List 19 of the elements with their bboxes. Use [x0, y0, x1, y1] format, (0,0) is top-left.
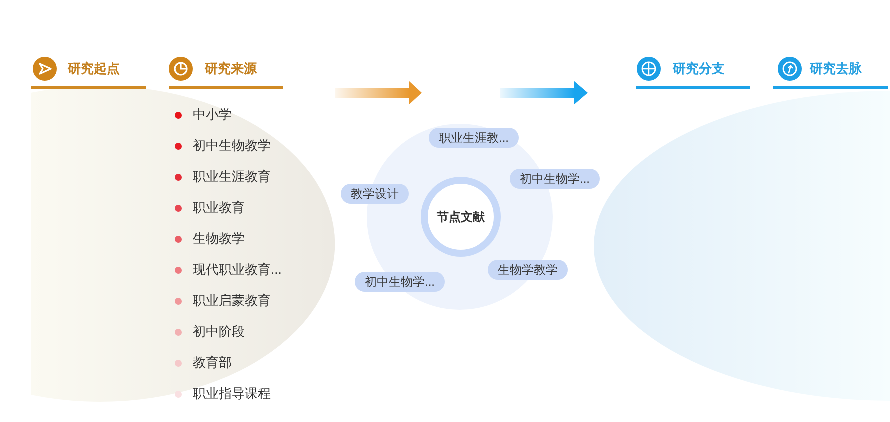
list-item: 职业教育: [193, 200, 245, 216]
list-item: 教育部: [193, 355, 232, 371]
section-heading: 研究分支: [673, 61, 725, 77]
list-item: 职业指导课程: [193, 386, 271, 402]
topic-pill: 教学设计: [341, 184, 409, 204]
list-item: 现代职业教育...: [193, 262, 282, 278]
section-heading: 研究去脉: [810, 61, 862, 77]
list-item: 职业生涯教育: [193, 169, 271, 185]
topic-pill: 生物学教学: [488, 260, 568, 280]
topic-pill: 职业生涯教...: [429, 128, 519, 148]
list-item: 初中阶段: [193, 324, 245, 340]
list-item: 生物教学: [193, 231, 245, 247]
topic-pill: 初中生物学...: [510, 169, 600, 189]
list-item: 职业启蒙教育: [193, 293, 271, 309]
topic-pill: 初中生物学...: [355, 272, 445, 292]
list-item: 中小学: [193, 107, 232, 123]
section-heading: 研究来源: [205, 61, 257, 77]
list-item: 初中生物教学: [193, 138, 271, 154]
section-heading: 研究起点: [68, 61, 120, 77]
